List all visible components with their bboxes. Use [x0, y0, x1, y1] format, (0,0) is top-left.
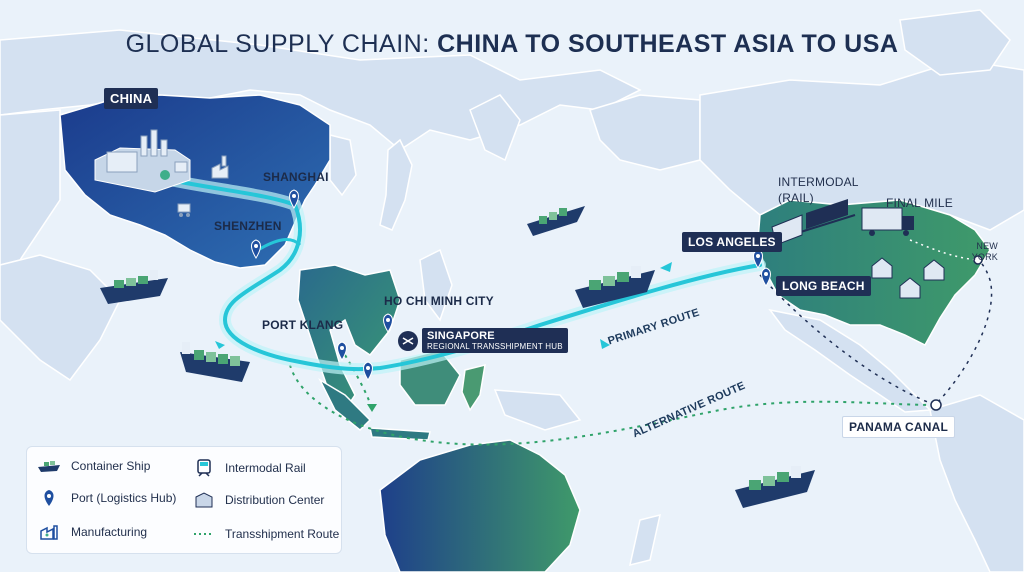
legend-rail-label: Intermodal Rail: [225, 461, 306, 475]
label-singapore: SINGAPORE REGIONAL TRANSSHIPMENT HUB: [422, 328, 568, 353]
legend-distribution-label: Distribution Center: [225, 493, 325, 507]
label-intermodal: INTERMODAL (RAIL): [778, 175, 859, 205]
factory-icon: [40, 525, 58, 540]
pin-port-klang: [337, 341, 347, 361]
label-ho-chi-minh: HO CHI MINH CITY: [384, 294, 494, 308]
legend-port-label: Port (Logistics Hub): [71, 491, 177, 505]
pin-ho-chi-minh: [383, 313, 393, 333]
factory-small-icon: [211, 155, 229, 179]
distribution-center-icon: [899, 277, 921, 299]
sulawesi-landmass: [461, 363, 486, 412]
distribution-center-icon: [195, 492, 213, 508]
dotted-route-icon: [194, 533, 214, 535]
legend-transshipment: Transshipment Route: [193, 525, 339, 543]
legend-distribution: Distribution Center: [193, 491, 324, 509]
central-asia-landmass: [0, 109, 61, 266]
legend-container-ship-label: Container Ship: [71, 459, 151, 473]
ship-icon: [38, 461, 60, 472]
greenland-landmass: [899, 9, 1011, 76]
distribution-center-icon: [923, 259, 945, 281]
distribution-center-icon: [871, 257, 893, 279]
pin-shenzhen: [251, 239, 261, 259]
label-port-klang: PORT KLANG: [262, 318, 344, 332]
title-part2: CHINA TO SOUTHEAST ASIA TO USA: [437, 30, 899, 58]
legend-container-ship: Container Ship: [37, 459, 150, 473]
container-ship: [527, 206, 585, 236]
nz-landmass: [629, 513, 661, 567]
container-ship: [100, 270, 168, 304]
arrow-2: [600, 339, 610, 349]
container-ship: [735, 466, 815, 508]
forklift-icon: [177, 203, 191, 217]
label-china: CHINA: [104, 88, 159, 109]
legend-port: Port (Logistics Hub): [41, 489, 176, 507]
label-shenzhen: SHENZHEN: [214, 219, 282, 233]
shenzhen-branch: [257, 238, 302, 252]
label-los-angeles: LOS ANGELES: [682, 232, 782, 252]
pin-shanghai: [289, 189, 299, 209]
alternative-route-us: [759, 259, 993, 406]
final-mile-truck-icon: [861, 207, 914, 236]
alaska-landmass: [589, 94, 701, 171]
label-singapore-sub: REGIONAL TRANSSHIPMENT HUB: [427, 342, 563, 351]
label-panama: PANAMA CANAL: [842, 416, 956, 438]
label-new-york: NEW YORK: [971, 241, 998, 262]
java-landmass: [369, 427, 431, 441]
container-ship: [575, 266, 655, 308]
southeast-asia-landmass: [297, 264, 401, 412]
label-shanghai: SHANGHAI: [263, 170, 329, 184]
arrow-3: [660, 262, 672, 272]
legend-manufacturing: Manufacturing: [39, 523, 147, 541]
container-ship: [180, 342, 250, 382]
train-icon: [197, 459, 211, 477]
page-title: GLOBAL SUPPLY CHAIN: CHINA TO SOUTHEAST …: [0, 30, 1024, 59]
india-landmass: [0, 254, 121, 382]
pin-icon: [44, 490, 54, 506]
transshipment-hub-icon: [398, 331, 418, 351]
new-york-marker: [973, 255, 983, 265]
arrow-1: [215, 341, 225, 349]
title-part1: GLOBAL SUPPLY CHAIN:: [125, 30, 430, 58]
port-pins: [251, 189, 771, 381]
philippines-landmass: [419, 248, 453, 322]
factory-icon: [94, 129, 191, 193]
sumatra-landmass: [318, 378, 372, 432]
label-long-beach: LONG BEACH: [776, 276, 871, 296]
legend-manufacturing-label: Manufacturing: [71, 525, 148, 539]
legend-rail: Intermodal Rail: [193, 459, 306, 477]
pin-singapore: [363, 361, 373, 381]
png-landmass: [493, 389, 582, 431]
australia-landmass: [379, 439, 581, 572]
korea-landmass: [329, 134, 357, 197]
legend-transshipment-label: Transshipment Route: [225, 527, 340, 541]
panama-marker: [930, 399, 942, 411]
arrow-alt-1: [367, 404, 377, 412]
south-america-landmass: [929, 394, 1024, 572]
label-final-mile: FINAL MILE: [886, 196, 953, 210]
pin-long-beach: [761, 267, 771, 287]
kamchatka-landmass: [469, 94, 521, 162]
final-mile-route: [909, 239, 979, 261]
label-singapore-name: SINGAPORE: [427, 330, 495, 342]
japan-landmass: [379, 138, 413, 231]
map-legend: Container Ship Port (Logistics Hub) Manu…: [26, 446, 342, 554]
mexico-landmass: [768, 308, 932, 413]
primary-route: [168, 178, 762, 372]
